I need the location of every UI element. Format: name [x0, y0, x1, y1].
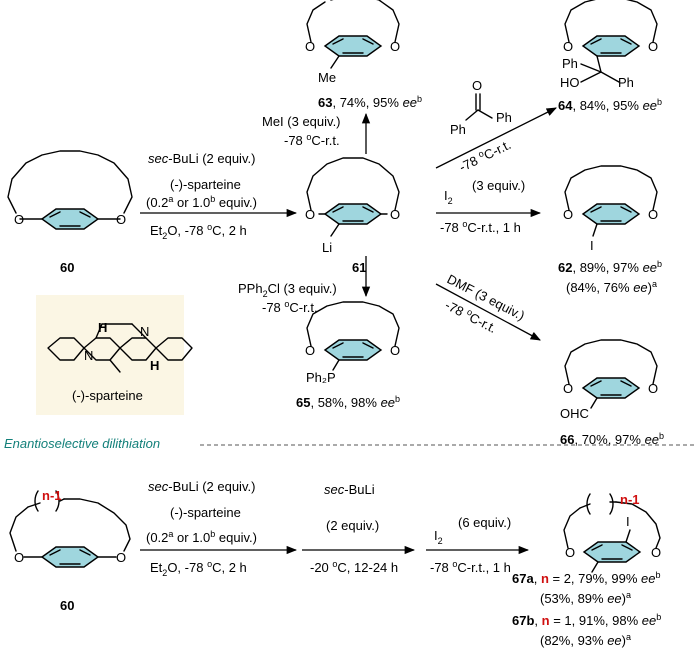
- step1-ligand: (-)-sparteine: [170, 177, 241, 192]
- atom-N: N: [84, 348, 93, 363]
- atom-N: N: [140, 324, 149, 339]
- sparteine-structure: [47, 323, 193, 373]
- compound-65: O O Ph₂P 65, 58%, 98% eeb: [296, 301, 400, 410]
- step2-equiv: (2 equiv.): [326, 518, 379, 533]
- compound-66: O O OHC 66, 70%, 97% eeb: [560, 339, 664, 447]
- atom-Ph: Ph: [450, 122, 466, 137]
- compound-64: O O Ph HO Ph 64, 84%, 95% eeb: [558, 0, 662, 113]
- mei-reagent: MeI (3 equiv.): [262, 114, 341, 129]
- step2-reagent: sec-BuLi: [324, 482, 375, 497]
- atom-O: O: [116, 212, 126, 227]
- label-67b: 67b, n = 1, 91%, 98% eeb: [512, 612, 661, 628]
- label-64: 64, 84%, 95% eeb: [558, 97, 662, 113]
- atom-O: O: [116, 550, 126, 565]
- atom-O: O: [563, 39, 573, 54]
- atom-OHC: OHC: [560, 406, 589, 421]
- label-61: 61: [352, 260, 366, 275]
- sparteine-background: [36, 295, 184, 415]
- loop-label: n-1: [42, 488, 62, 503]
- atom-O: O: [305, 39, 315, 54]
- label-63: 63, 74%, 95% eeb: [318, 94, 422, 110]
- compound-67: O O n-1 I 67a, n = 2, 79%, 99% eeb (53%,…: [512, 492, 661, 648]
- mei-temp: -78 oC-r.t.: [284, 132, 340, 148]
- benzophenone-temp: -78 oC-r.t.: [456, 136, 513, 175]
- step3-reagent: I2: [434, 528, 443, 546]
- label-60: 60: [60, 260, 74, 275]
- pph2cl-temp: -78 oC-r.t.: [262, 299, 318, 315]
- label-67b-alt: (82%, 93% ee)a: [540, 632, 631, 648]
- atom-Me: Me: [318, 70, 336, 85]
- atom-O: O: [563, 207, 573, 222]
- atom-O: O: [648, 39, 658, 54]
- atom-I: I: [626, 514, 630, 529]
- b-step1-equiv: (0.2a or 1.0b equiv.): [146, 529, 257, 545]
- atom-Li: Li: [322, 240, 332, 255]
- arrow-61-to-66: [435, 283, 541, 341]
- b-step1-solvent: Et2O, -78 oC, 2 h: [150, 559, 247, 578]
- atom-O: O: [390, 39, 400, 54]
- loop-label-67: n-1: [620, 492, 640, 507]
- label-62-alt: (84%, 76% ee)a: [566, 279, 657, 295]
- atom-O: O: [390, 207, 400, 222]
- atom-Ph: Ph: [496, 110, 512, 125]
- b-step1-ligand: (-)-sparteine: [170, 505, 241, 520]
- step3-temp: -78 oC-r.t., 1 h: [430, 559, 511, 575]
- compound-60-loop: O O n-1 60: [9, 488, 131, 613]
- i2-reagent: I2: [444, 188, 453, 206]
- arrow-61-to-64: [435, 107, 557, 169]
- label-65: 65, 58%, 98% eeb: [296, 394, 400, 410]
- b-step1-reagent: sec-BuLi (2 equiv.): [148, 479, 255, 494]
- pph2cl-reagent: PPh2Cl (3 equiv.): [238, 281, 337, 299]
- label-62: 62, 89%, 97% eeb: [558, 259, 662, 275]
- compound-62: O O I 62, 89%, 97% eeb (84%, 76% ee)a: [558, 165, 662, 295]
- atom-O: O: [305, 343, 315, 358]
- label-60-bottom: 60: [60, 598, 74, 613]
- sparteine-box: H H N N (-)-sparteine: [36, 295, 193, 415]
- atom-O: O: [651, 545, 661, 560]
- compound-60: O O 60: [7, 150, 133, 275]
- step1-equiv: (0.2a or 1.0b equiv.): [146, 194, 257, 210]
- atom-O: O: [472, 78, 482, 93]
- atom-Ph2P: Ph₂P: [306, 370, 336, 385]
- atom-Ph: Ph: [618, 75, 634, 90]
- atom-O: O: [14, 550, 24, 565]
- label-66: 66, 70%, 97% eeb: [560, 431, 664, 447]
- atom-O: O: [648, 381, 658, 396]
- step3-equiv: (6 equiv.): [458, 515, 511, 530]
- section-label: Enantioselective dilithiation: [4, 436, 160, 451]
- compound-61: O O Li 61: [305, 157, 400, 275]
- label-67a: 67a, n = 2, 79%, 99% eeb: [512, 570, 661, 586]
- atom-O: O: [563, 381, 573, 396]
- i2-temp: -78 oC-r.t., 1 h: [440, 219, 521, 235]
- atom-O: O: [565, 545, 575, 560]
- atom-H: H: [150, 358, 159, 373]
- atom-O: O: [648, 207, 658, 222]
- step1-reagent: sec-BuLi (2 equiv.): [148, 151, 255, 166]
- sparteine-label: (-)-sparteine: [72, 388, 143, 403]
- label-67a-alt: (53%, 89% ee)a: [540, 590, 631, 606]
- atom-I: I: [590, 238, 594, 253]
- i2-equiv: (3 equiv.): [472, 178, 525, 193]
- atom-O: O: [390, 343, 400, 358]
- compound-63: O O Me 63, 74%, 95% eeb: [305, 0, 422, 110]
- atom-H: H: [98, 320, 107, 335]
- benzophenone-reagent: [465, 93, 493, 121]
- atom-HO: HO: [560, 75, 580, 90]
- atom-O: O: [305, 207, 315, 222]
- atom-O: O: [14, 212, 24, 227]
- step1-solvent: Et2O, -78 oC, 2 h: [150, 222, 247, 241]
- step2-temp: -20 oC, 12-24 h: [310, 559, 398, 575]
- atom-Ph: Ph: [562, 56, 578, 71]
